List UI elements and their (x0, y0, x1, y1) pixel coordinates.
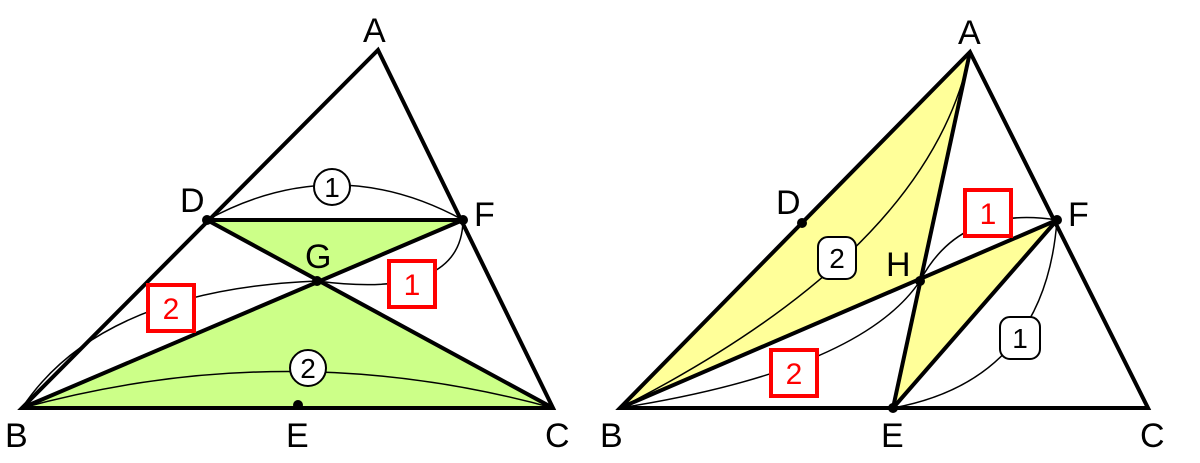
label-b: B (5, 417, 28, 455)
shaded-triangle-dgf (207, 220, 463, 281)
ratio-rounded-ef: 1 (999, 316, 1041, 360)
point-d (202, 215, 212, 225)
ratio-box-bh: 2 (769, 348, 819, 398)
label-g: G (305, 238, 331, 276)
triangle-abc-right (615, 48, 1152, 410)
label-a: A (363, 12, 386, 50)
label-e: E (286, 417, 309, 455)
shaded-triangle-bgc (22, 281, 553, 408)
segment-bf (21, 218, 464, 410)
label-d: D (180, 182, 205, 220)
ratio-box-bg: 2 (146, 283, 196, 333)
left-figure: A B C D E F G 1 2 2 1 (5, 12, 570, 455)
arc-bc (21, 370, 554, 409)
point-f-right (1052, 215, 1062, 225)
right-figure: A B C D E F H 2 1 2 1 (600, 14, 1165, 455)
ratio-circle-bc: 2 (289, 349, 327, 387)
point-d-right (797, 218, 807, 228)
label-c-right: C (1140, 417, 1165, 455)
label-b-right: B (600, 417, 623, 455)
arc-ab (619, 51, 971, 409)
segment-ef (891, 218, 1059, 410)
label-e-right: E (881, 417, 904, 455)
svg-text:2: 2 (786, 358, 803, 391)
triangle-abc (17, 46, 557, 410)
svg-text:1: 1 (980, 198, 997, 231)
point-f (458, 215, 468, 225)
point-g (312, 276, 322, 286)
segment-dc (206, 218, 554, 410)
segment-ae (891, 51, 972, 409)
svg-text:1: 1 (324, 172, 340, 203)
svg-text:2: 2 (163, 293, 180, 326)
ratio-circle-df: 1 (313, 168, 351, 206)
svg-text:1: 1 (1012, 323, 1028, 354)
point-h (915, 276, 925, 286)
label-h: H (886, 246, 911, 284)
ratio-box-hf: 1 (963, 188, 1013, 238)
svg-text:2: 2 (829, 243, 845, 274)
label-a-right: A (958, 14, 981, 52)
label-c: C (545, 417, 570, 455)
svg-text:2: 2 (300, 353, 316, 384)
segment-bf-right (619, 218, 1058, 410)
svg-text:1: 1 (404, 269, 421, 302)
arc-bg (21, 280, 318, 409)
label-d-right: D (776, 184, 801, 222)
point-e-right (888, 403, 898, 413)
ratio-box-gf: 1 (387, 259, 437, 309)
ratio-rounded-ab: 2 (817, 236, 857, 280)
label-f: F (474, 196, 495, 234)
point-e (293, 400, 303, 410)
label-f-right: F (1068, 196, 1089, 234)
